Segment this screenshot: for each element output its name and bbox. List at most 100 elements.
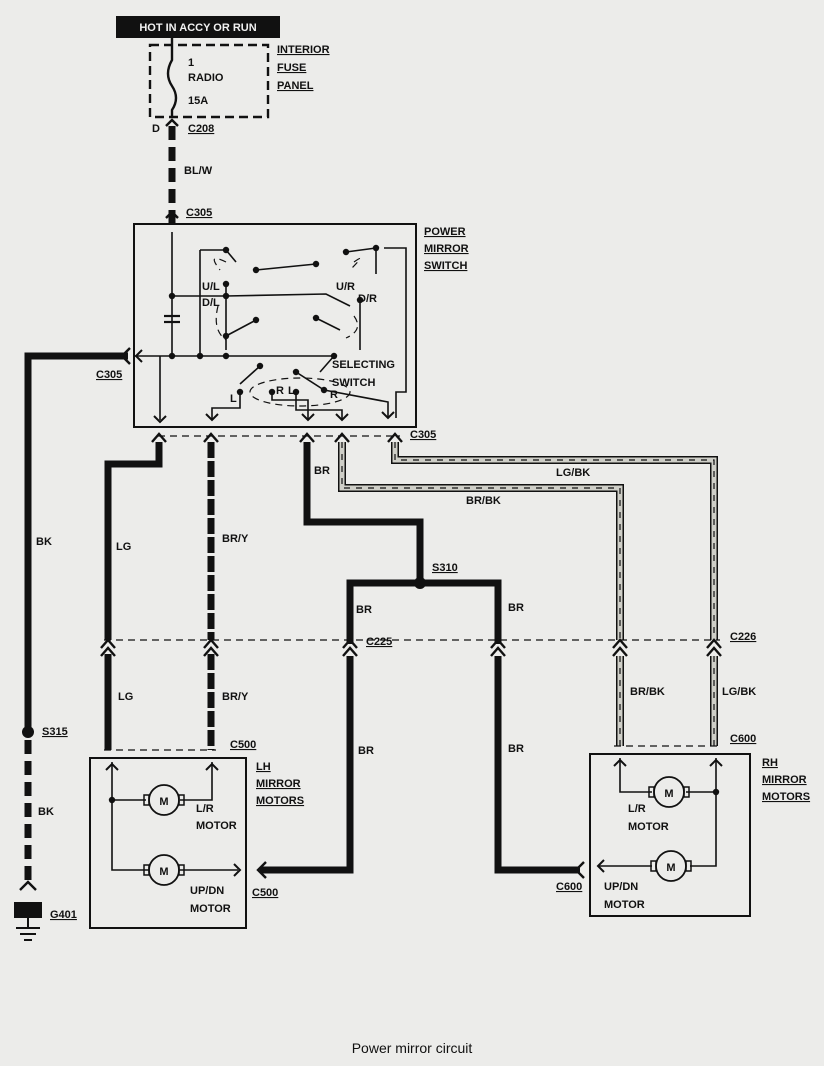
lgbk-lower-label: LG/BK [722, 686, 756, 698]
br-right-lower-label: BR [508, 743, 524, 755]
lh-motor-internal-wiring [111, 762, 238, 871]
ground-connector [19, 880, 37, 891]
c225-label: C225 [366, 636, 392, 648]
brbk-upper-label: BR/BK [466, 495, 501, 507]
rh-updn-motor-m: M [666, 862, 675, 874]
br-wire-right [420, 579, 502, 644]
lh-updn-label-2: MOTOR [190, 903, 231, 915]
header-banner [116, 16, 280, 38]
switch-internal-wiring [134, 232, 407, 420]
c305-top-connector [165, 210, 179, 219]
s315-label: S315 [42, 726, 68, 738]
fuse-number: 1 [188, 57, 194, 69]
rh-updn-motor-symbol [650, 850, 692, 882]
rh-internal-arrows [596, 758, 723, 873]
br-wire-right-lower [494, 656, 580, 874]
fuse-rating: 15A [188, 95, 208, 107]
lh-updn-label-1: UP/DN [190, 885, 224, 897]
lgbk-wire-upper [391, 442, 718, 640]
c226-connectors [490, 638, 722, 657]
switch-ur-label: U/R [336, 281, 355, 293]
lh-lr-motor-m: M [159, 796, 168, 808]
c600-bottom-label: C600 [556, 881, 582, 893]
lg-lower-label: LG [118, 691, 133, 703]
rh-lr-motor-m: M [664, 788, 673, 800]
rh-updn-label-2: MOTOR [604, 899, 645, 911]
br-wire-left [346, 579, 420, 644]
s310-label: S310 [432, 562, 458, 574]
lh-junction-dot [108, 796, 116, 804]
lg-wire-upper [104, 442, 163, 640]
switch-output-arrows [153, 411, 395, 424]
lh-motors-title-2: MIRROR [256, 778, 301, 790]
switch-dr-label: D/R [358, 293, 377, 305]
fuse-name: RADIO [188, 72, 224, 84]
lh-lr-label-2: MOTOR [196, 820, 237, 832]
rh-motors-title-2: MIRROR [762, 774, 807, 786]
selecting-switch-label-2: SWITCH [332, 377, 375, 389]
c500-bottom-connector [256, 861, 267, 879]
selecting-switch-label-1: SELECTING [332, 359, 395, 371]
c600-bottom-connector [574, 861, 585, 879]
lh-lr-label-1: L/R [196, 803, 214, 815]
c208-label: C208 [188, 123, 214, 135]
selector-r2-label: R [330, 389, 338, 401]
switch-dashed-links [213, 257, 361, 407]
c500-bottom-label: C500 [252, 887, 278, 899]
brbk-lower-label: BR/BK [630, 686, 665, 698]
br-wire-left-lower [260, 656, 354, 874]
switch-title-3: SWITCH [424, 260, 467, 272]
c305-left-connector [120, 347, 131, 365]
rh-lr-motor-symbol [648, 776, 690, 808]
rh-junction-dot [712, 788, 720, 796]
c600-top-label: C600 [730, 733, 756, 745]
rh-motor-internal-wiring [598, 758, 717, 867]
c226-label: C226 [730, 631, 756, 643]
selector-l2-label: L [288, 385, 295, 397]
bry-lower-label: BR/Y [222, 691, 249, 703]
fuse-terminal-label: D [152, 123, 160, 135]
selector-l1-label: L [230, 393, 237, 405]
capacitor-symbol [164, 314, 180, 324]
lh-internal-arrows [105, 762, 242, 877]
rh-motors-title-1: RH [762, 757, 778, 769]
c305-left-label: C305 [96, 369, 122, 381]
c225-connectors [100, 638, 358, 657]
fuse-symbol [166, 38, 178, 118]
g401-label: G401 [50, 909, 77, 921]
lh-updn-motor-m: M [159, 866, 168, 878]
bk-upper-label: BK [36, 536, 52, 548]
lh-updn-motor-symbol [143, 854, 185, 886]
br-wire-top [303, 442, 424, 580]
lh-lr-motor-symbol [143, 784, 185, 816]
blw-label: BL/W [184, 165, 213, 177]
lh-motor-box [89, 757, 247, 929]
c208-connector [165, 118, 179, 127]
lh-motors-title-3: MOTORS [256, 795, 304, 807]
fuse-panel-label-1: INTERIOR [277, 44, 330, 56]
br-right-label: BR [508, 602, 524, 614]
br-left-label: BR [356, 604, 372, 616]
brbk-wire-upper [338, 442, 624, 640]
lg-upper-label: LG [116, 541, 131, 553]
ground-symbol [14, 902, 42, 941]
bk-wire-upper [24, 352, 128, 730]
diagram-caption: Power mirror circuit [351, 1040, 473, 1056]
switch-contact-dots [168, 244, 380, 396]
c500-top-label: C500 [230, 739, 256, 751]
c305-left-arrow [134, 349, 143, 363]
rh-updn-label-1: UP/DN [604, 881, 638, 893]
bk-lower-label: BK [38, 806, 54, 818]
rh-motors-title-3: MOTORS [762, 791, 810, 803]
rh-lr-label-1: L/R [628, 803, 646, 815]
s315-splice [22, 726, 34, 738]
switch-dl-label: D/L [202, 297, 220, 309]
power-mirror-switch-box [133, 223, 417, 428]
br-left-lower-label: BR [358, 745, 374, 757]
lh-motors-title-1: LH [256, 761, 271, 773]
br-top-label: BR [314, 465, 330, 477]
switch-ul-label: U/L [202, 281, 220, 293]
c305-bottom-label: C305 [410, 429, 436, 441]
switch-title-1: POWER [424, 226, 466, 238]
